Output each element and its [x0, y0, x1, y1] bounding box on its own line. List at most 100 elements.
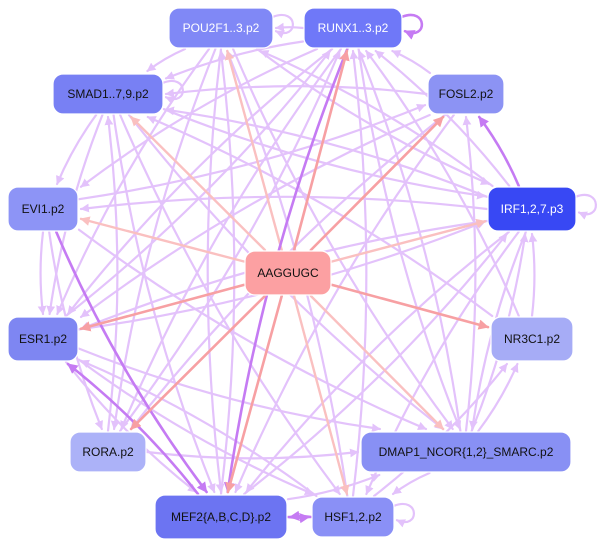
- edge-fosl2-to-mef2: [234, 113, 455, 494]
- edge-mef2-to-dmap1: [286, 473, 381, 501]
- edge-pou2f1-to-smad1: [146, 47, 187, 73]
- edge-nr3c1-to-runx1: [365, 49, 520, 318]
- edge-aaggugc-to-nr3c1: [330, 283, 490, 330]
- edge-smad1-to-irf1: [162, 108, 487, 200]
- node-label-esr1: ESR1.p2: [19, 332, 67, 346]
- edge-aaggugc-to-rora: [129, 294, 267, 431]
- node-box-esr1: [7, 316, 79, 362]
- node-runx1: RUNX1..3.p2: [303, 7, 403, 49]
- edge-nr3c1-to-smad1: [146, 115, 494, 318]
- edge-runx1-to-rora: [120, 47, 342, 431]
- node-irf1: IRF1,2,7.p3: [487, 186, 577, 232]
- node-box-pou2f1: [168, 7, 274, 49]
- node-rora: RORA.p2: [69, 431, 147, 473]
- edge-esr1-to-mef2: [64, 360, 198, 494]
- edge-aaggugc-to-pou2f1: [224, 49, 283, 252]
- edge-esr1-to-hsf1: [77, 358, 314, 496]
- edge-fosl2-to-runx1: [391, 49, 432, 75]
- edge-runx1-to-evi1: [79, 47, 319, 188]
- node-box-nr3c1: [490, 316, 574, 362]
- edge-aaggugc-to-irf1: [330, 218, 487, 263]
- edge-aaggugc-to-evi1: [79, 216, 246, 263]
- edge-dmap1-to-hsf1: [391, 471, 431, 496]
- self-loop-pou2f1: [271, 13, 294, 39]
- node-label-hsf1: HSF1,2.p2: [324, 510, 382, 524]
- node-label-fosl2: FOSL2.p2: [439, 87, 494, 101]
- edge-rora-to-smad1: [104, 115, 119, 433]
- node-dmap1: DMAP1_NCOR{1,2}_SMARC.p2: [360, 431, 572, 473]
- edge-aaggugc-to-mef2: [225, 294, 283, 494]
- edge-irf1-to-evi1: [79, 195, 489, 213]
- node-mef2: MEF2{A,B,C,D}.p2: [154, 494, 288, 540]
- node-box-irf1: [487, 186, 577, 232]
- edge-aaggugc-to-smad1: [129, 115, 267, 252]
- edge-smad1-to-hsf1: [119, 113, 341, 496]
- node-label-smad1: SMAD1..7,9.p2: [67, 87, 149, 101]
- edge-pou2f1-to-mef2: [206, 47, 225, 494]
- node-box-rora: [69, 431, 147, 473]
- node-label-evi1: EVI1.p2: [22, 202, 65, 216]
- edge-aaggugc-to-esr1: [79, 283, 246, 332]
- edge-pou2f1-to-rora: [110, 47, 217, 431]
- node-pou2f1: POU2F1..3.p2: [168, 7, 274, 49]
- edge-runx1-to-dmap1: [357, 47, 462, 431]
- node-fosl2: FOSL2.p2: [427, 73, 505, 115]
- edges-layer: [37, 22, 538, 524]
- edge-pou2f1-to-dmap1: [232, 47, 454, 431]
- edge-aaggugc-to-dmap1: [309, 294, 445, 431]
- node-label-rora: RORA.p2: [82, 445, 134, 459]
- node-box-aaggugc: [244, 250, 332, 296]
- edge-pou2f1-to-esr1: [56, 47, 211, 316]
- node-hsf1: HSF1,2.p2: [311, 496, 395, 538]
- edge-hsf1-to-esr1: [79, 359, 318, 498]
- edge-irf1-to-pou2f1: [259, 49, 494, 188]
- node-esr1: ESR1.p2: [7, 316, 79, 362]
- node-label-mef2: MEF2{A,B,C,D}.p2: [171, 510, 271, 524]
- node-nr3c1: NR3C1.p2: [490, 316, 574, 362]
- edge-rora-to-runx1: [119, 49, 341, 433]
- edge-hsf1-to-runx1: [349, 49, 368, 498]
- node-label-dmap1: DMAP1_NCOR{1,2}_SMARC.p2: [379, 445, 554, 459]
- node-box-runx1: [303, 7, 403, 49]
- edge-dmap1-to-nr3c1: [477, 362, 519, 433]
- edge-irf1-to-smad1: [164, 106, 489, 198]
- edge-evi1-to-dmap1: [77, 228, 428, 431]
- node-label-runx1: RUNX1..3.p2: [318, 21, 389, 35]
- node-label-nr3c1: NR3C1.p2: [504, 332, 560, 346]
- node-box-fosl2: [427, 73, 505, 115]
- edge-fosl2-to-esr1: [79, 113, 431, 319]
- edge-mef2-to-pou2f1: [217, 49, 236, 496]
- edge-pou2f1-to-irf1: [256, 47, 491, 186]
- node-label-aaggugc: AAGGUGC: [257, 266, 319, 280]
- self-loops-layer: [161, 13, 597, 528]
- edge-aaggugc-to-hsf1: [292, 294, 350, 496]
- self-loop-smad1: [161, 79, 184, 105]
- edge-nr3c1-to-irf1: [528, 232, 538, 318]
- edge-evi1-to-mef2: [55, 230, 208, 494]
- edge-hsf1-to-mef2: [288, 510, 313, 522]
- node-box-evi1: [7, 186, 79, 232]
- nodes-layer: AAGGUGC POU2F1..3.p2 RUNX1..3.p2SMAD1..7,9…: [7, 7, 577, 540]
- edge-esr1-to-dmap1: [77, 347, 381, 433]
- edge-dmap1-to-fosl2: [462, 115, 477, 433]
- self-loop-irf1: [574, 193, 597, 220]
- edge-irf1-to-fosl2: [477, 115, 521, 188]
- edge-aaggugc-to-runx1: [292, 49, 350, 252]
- edge-smad1-to-evi1: [56, 113, 98, 186]
- node-evi1: EVI1.p2: [7, 186, 79, 232]
- node-box-mef2: [154, 494, 288, 540]
- edge-smad1-to-mef2: [112, 113, 216, 494]
- edge-rora-to-dmap1: [145, 448, 360, 460]
- node-box-dmap1: [360, 431, 572, 473]
- node-label-irf1: IRF1,2,7.p3: [501, 202, 564, 216]
- self-loop-runx1: [400, 13, 424, 40]
- node-box-smad1: [52, 73, 164, 115]
- node-aaggugc: AAGGUGC: [244, 250, 332, 296]
- edge-aaggugc-to-fosl2: [309, 115, 445, 252]
- edge-evi1-to-fosl2: [77, 103, 427, 201]
- edge-runx1-to-esr1: [66, 47, 334, 316]
- edge-hsf1-to-nr3c1: [373, 362, 508, 498]
- edge-evi1-to-esr1: [37, 230, 47, 316]
